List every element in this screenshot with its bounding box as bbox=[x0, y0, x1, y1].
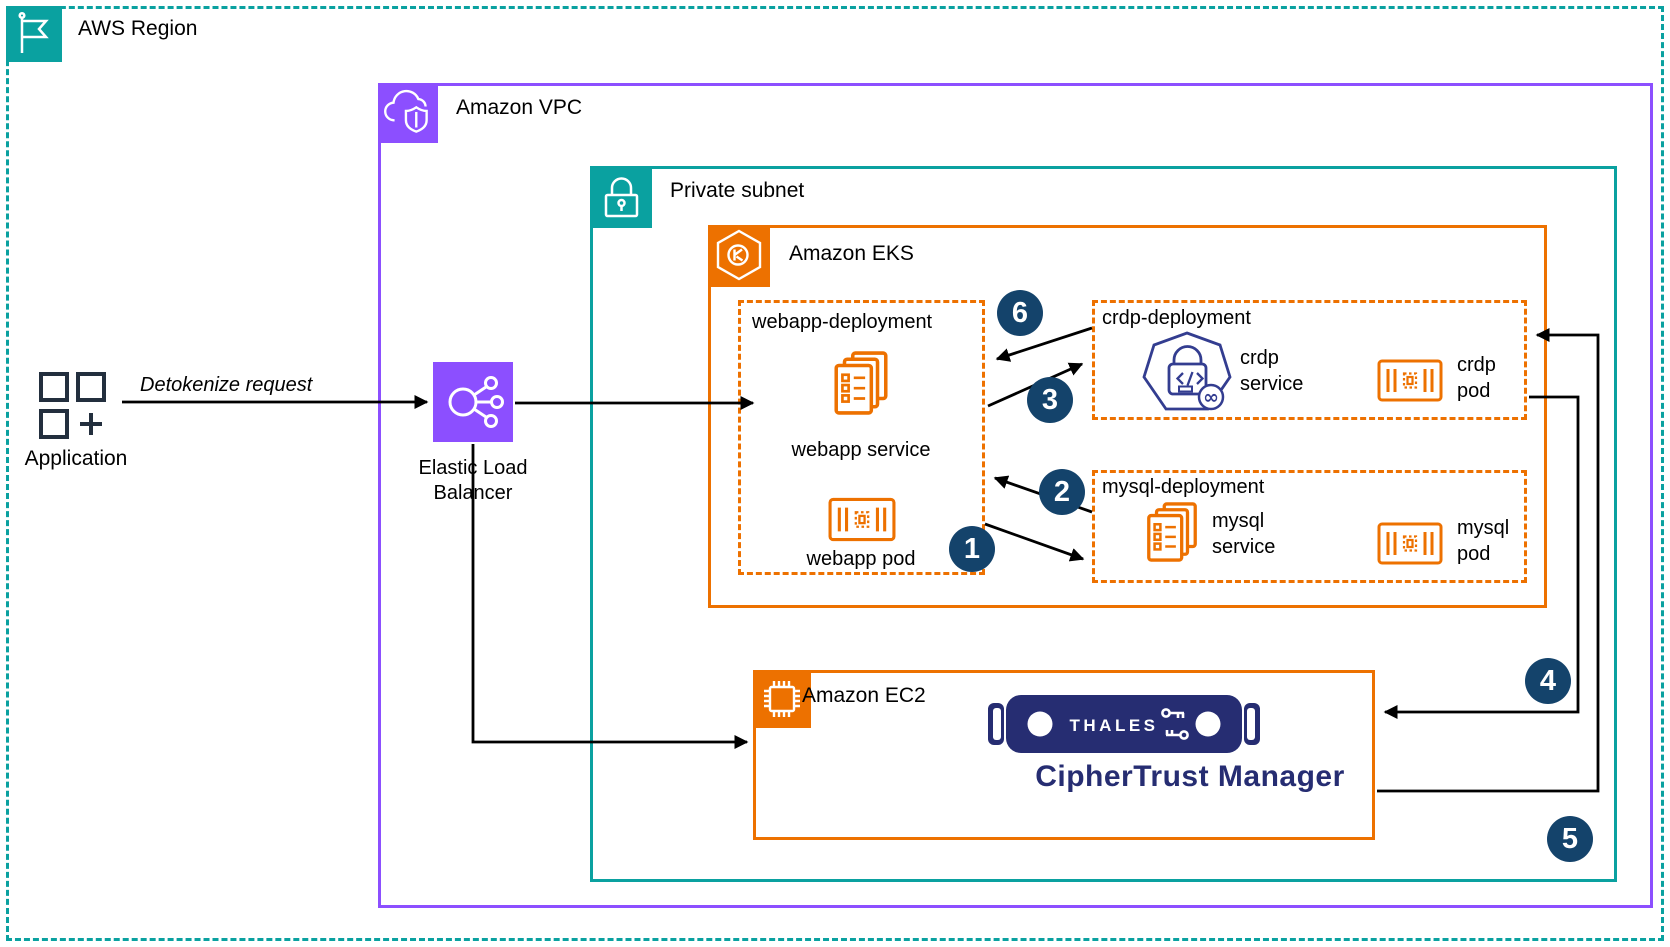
eks-label: Amazon EKS bbox=[789, 242, 914, 265]
ciphertrust-manager-label: CipherTrust Manager bbox=[1035, 760, 1345, 793]
elb-label: Elastic Load Balancer bbox=[418, 457, 528, 504]
application-icon bbox=[38, 371, 110, 444]
step-badge-5: 5 bbox=[1547, 816, 1593, 862]
thales-brand-text: THALES bbox=[1070, 716, 1159, 735]
ec2-icon bbox=[753, 670, 811, 728]
mysql-pod-label: mysql pod bbox=[1457, 517, 1510, 565]
mysql-service-icon bbox=[1144, 502, 1200, 567]
private-subnet-label: Private subnet bbox=[670, 179, 805, 202]
mysql-pod-icon bbox=[1377, 522, 1443, 570]
vpc-box bbox=[378, 83, 1653, 908]
mysql-deployment-title: mysql-deployment bbox=[1102, 476, 1265, 498]
webapp-deployment-title: webapp-deployment bbox=[752, 311, 933, 333]
ec2-label: Amazon EC2 bbox=[802, 684, 926, 707]
private-subnet-lock-icon bbox=[590, 166, 652, 228]
mysql-service-label: mysql service bbox=[1212, 510, 1276, 558]
crdp-pod-icon bbox=[1377, 359, 1443, 407]
webapp-service-icon bbox=[832, 351, 890, 420]
step-badge-6: 6 bbox=[997, 290, 1043, 336]
vpc-icon bbox=[378, 83, 438, 143]
webapp-pod-icon bbox=[828, 497, 896, 547]
vpc-label: Amazon VPC bbox=[456, 96, 583, 119]
step-badge-1: 1 bbox=[949, 526, 995, 572]
ec2-box bbox=[753, 670, 1375, 840]
crdp-deployment-title: crdp-deployment bbox=[1102, 307, 1251, 329]
crdp-service-label: crdp service bbox=[1240, 347, 1304, 395]
elb-icon bbox=[433, 362, 513, 442]
svg-text:∞: ∞ bbox=[1203, 387, 1219, 409]
thales-keys-glyph bbox=[1161, 708, 1189, 740]
webapp-deployment-box bbox=[738, 300, 985, 575]
aws-region-box bbox=[6, 6, 1664, 941]
application-label: Application bbox=[24, 447, 128, 470]
step-badge-4: 4 bbox=[1525, 658, 1571, 704]
crdp-pod-label: crdp pod bbox=[1457, 354, 1496, 402]
webapp-pod-label: webapp pod bbox=[806, 548, 916, 570]
aws-region-label: AWS Region bbox=[78, 17, 198, 40]
thales-appliance: THALES bbox=[988, 694, 1260, 759]
webapp-service-label: webapp service bbox=[791, 439, 931, 461]
step-badge-3: 3 bbox=[1027, 377, 1073, 423]
crdp-service-icon: ∞ bbox=[1141, 330, 1233, 419]
eks-icon bbox=[708, 225, 770, 287]
aws-region-icon bbox=[6, 6, 62, 62]
detokenize-request-label: Detokenize request bbox=[140, 374, 313, 396]
step-badge-2: 2 bbox=[1039, 469, 1085, 515]
